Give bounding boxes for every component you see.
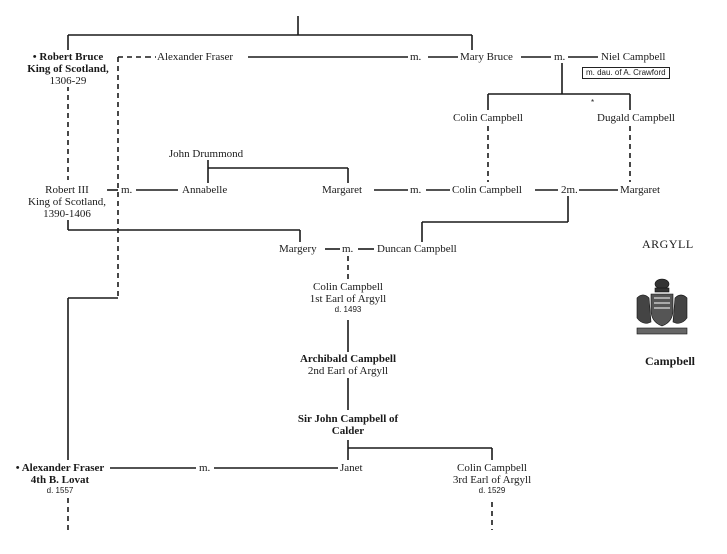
dates: d. 1529 — [478, 486, 506, 495]
person-dugald-campbell: Dugald Campbell — [596, 112, 676, 124]
clan-heading: ARGYLL — [641, 237, 695, 251]
name: • Alexander Fraser — [15, 462, 105, 474]
dates: 1306-29 — [49, 75, 87, 87]
person-colin-campbell: Colin Campbell — [451, 184, 523, 196]
marriage-mark: m. — [120, 184, 134, 196]
marriage-mark: m. — [409, 184, 423, 196]
person-margaret: Margaret — [619, 184, 662, 196]
person-niel-campbell: Niel Campbell — [600, 51, 667, 63]
marriage-mark: m. — [198, 462, 212, 474]
dates: 1390-1406 — [43, 208, 91, 220]
person-alexander-fraser: Alexander Fraser — [156, 51, 235, 63]
title: 4th B. Lovat — [30, 474, 90, 486]
person-mary-bruce: Mary Bruce — [459, 51, 514, 63]
marriage-mark: 2m. — [560, 184, 579, 196]
person-margery: Margery — [278, 243, 318, 255]
dates: d. 1557 — [46, 486, 74, 495]
person-margaret: Margaret — [321, 184, 364, 196]
title: 2nd Earl of Argyll — [307, 365, 389, 377]
person-alexander-fraser-lovat: • Alexander Fraser 4th B. Lovat d. 1557 — [14, 462, 106, 496]
person-archibald-campbell: Archibald Campbell 2nd Earl of Argyll — [298, 353, 398, 377]
name: Sir John Campbell of — [297, 413, 399, 425]
title: King of Scotland, — [28, 196, 106, 208]
dugald-mark: * — [590, 98, 596, 108]
person-colin-campbell: Colin Campbell — [452, 112, 524, 124]
title: 1st Earl of Argyll — [309, 293, 387, 305]
person-sir-john-campbell: Sir John Campbell of Calder — [296, 413, 400, 437]
person-janet: Janet — [339, 462, 364, 474]
title: 3rd Earl of Argyll — [452, 474, 532, 486]
person-robert-iii: Robert III King of Scotland, 1390-1406 — [27, 184, 107, 220]
person-annabelle: Annabelle — [181, 184, 229, 196]
name: Archibald Campbell — [299, 353, 397, 365]
name: • Robert Bruce — [32, 51, 104, 63]
person-duncan-campbell: Duncan Campbell — [376, 243, 458, 255]
person-robert-bruce: • Robert Bruce King of Scotland, 1306-29 — [26, 51, 110, 87]
name: Colin Campbell — [457, 462, 527, 474]
name: Colin Campbell — [313, 281, 383, 293]
name-line2: Calder — [331, 425, 365, 437]
title: King of Scotland, — [27, 63, 109, 75]
coat-of-arms-icon — [636, 278, 688, 335]
marriage-mark: m. — [341, 243, 355, 255]
person-john-drummond: John Drummond — [167, 148, 245, 160]
marriage-mark: m. — [553, 51, 567, 63]
clan-caption: Campbell — [644, 354, 697, 368]
name: Robert III — [45, 184, 89, 196]
person-colin-campbell-1st-earl: Colin Campbell 1st Earl of Argyll d. 149… — [308, 281, 388, 315]
marriage-mark: m. — [409, 51, 423, 63]
person-colin-campbell-3rd-earl: Colin Campbell 3rd Earl of Argyll d. 152… — [451, 462, 533, 496]
dates: d. 1493 — [334, 305, 362, 314]
spouse-note-box: m. dau. of A. Crawford — [582, 67, 670, 79]
